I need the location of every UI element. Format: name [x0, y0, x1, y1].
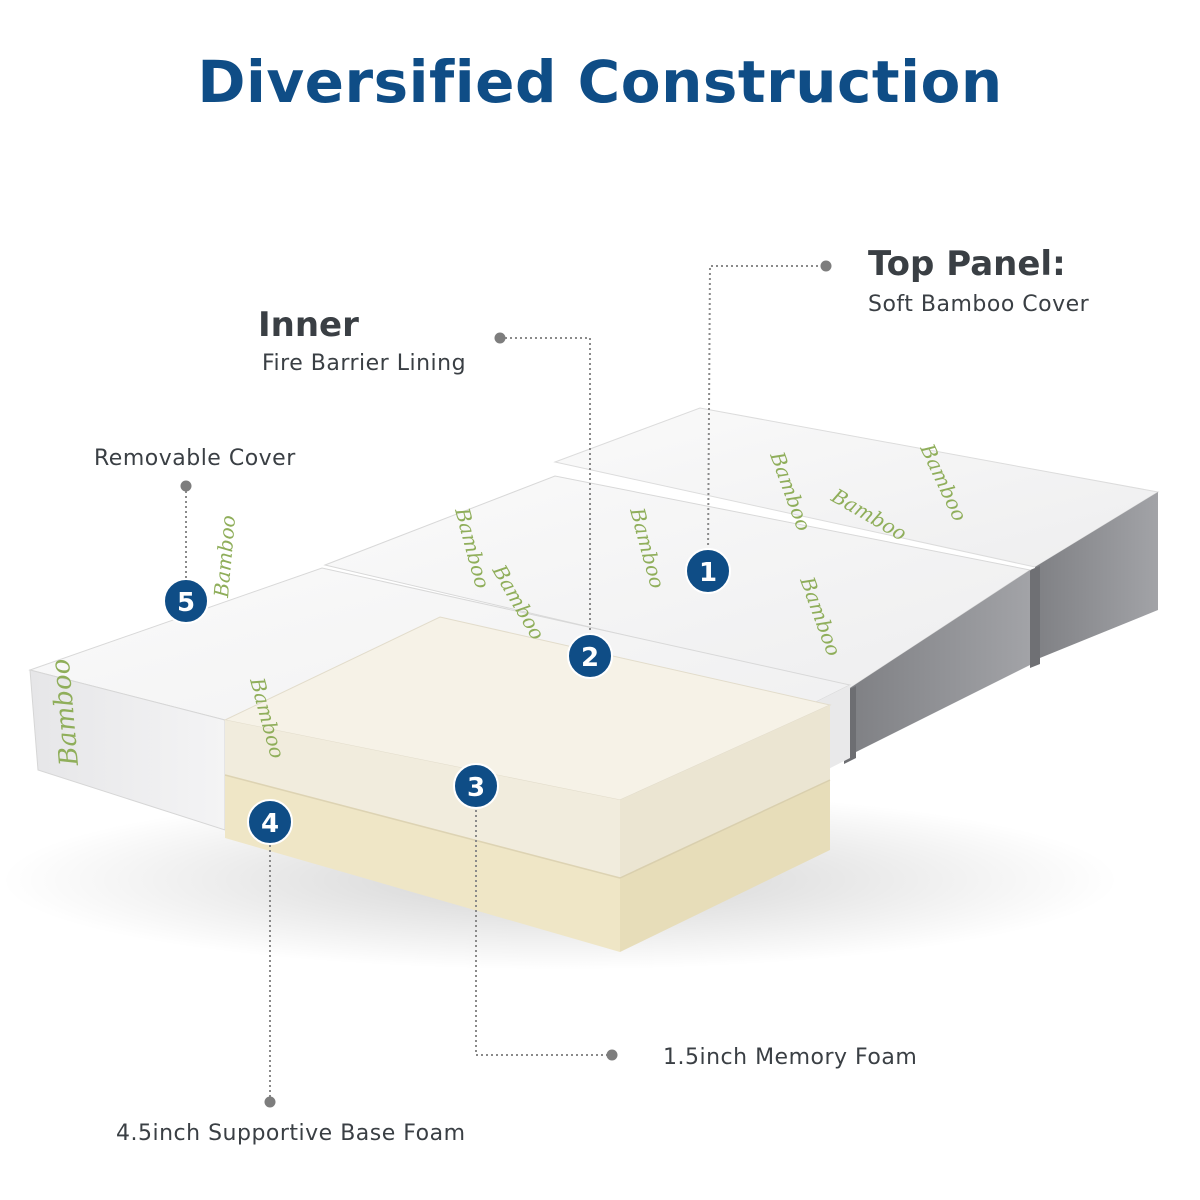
callout-2-heading: Inner	[258, 305, 359, 345]
callout-5-text: Removable Cover	[94, 446, 296, 471]
leader-dot-3	[606, 1049, 618, 1061]
badge-1: 1	[685, 548, 731, 594]
memory-foam-layer	[223, 616, 832, 878]
badge-2-number: 2	[581, 643, 599, 673]
cover-print-mark: Bamboo	[209, 514, 240, 599]
callout-1-text: Soft Bamboo Cover	[868, 292, 1090, 317]
callout-1-heading: Top Panel:	[868, 244, 1066, 284]
leader-line-3	[475, 805, 612, 1056]
callout-3-text: 1.5inch Memory Foam	[663, 1045, 918, 1070]
badge-3: 3	[453, 763, 499, 809]
leader-dot-2	[494, 332, 506, 344]
badge-4-number: 4	[261, 809, 279, 839]
callout-4-text: 4.5inch Supportive Base Foam	[116, 1121, 466, 1146]
badge-1-number: 1	[699, 558, 717, 588]
badge-3-number: 3	[467, 773, 485, 803]
badge-2: 2	[567, 633, 613, 679]
callout-2-text: Fire Barrier Lining	[262, 351, 467, 376]
diagram-title: Diversified Construction	[197, 48, 1003, 116]
leader-dot-1	[820, 260, 832, 272]
base-foam-layer	[224, 774, 831, 952]
back-section	[553, 407, 1160, 668]
leader-line-2	[500, 337, 591, 640]
leader-dot-4	[264, 1096, 276, 1108]
badge-4: 4	[247, 799, 293, 845]
badge-5-number: 5	[177, 588, 195, 618]
leader-dot-5	[180, 480, 192, 492]
badge-5: 5	[163, 578, 209, 624]
leader-line-1	[707, 265, 826, 556]
